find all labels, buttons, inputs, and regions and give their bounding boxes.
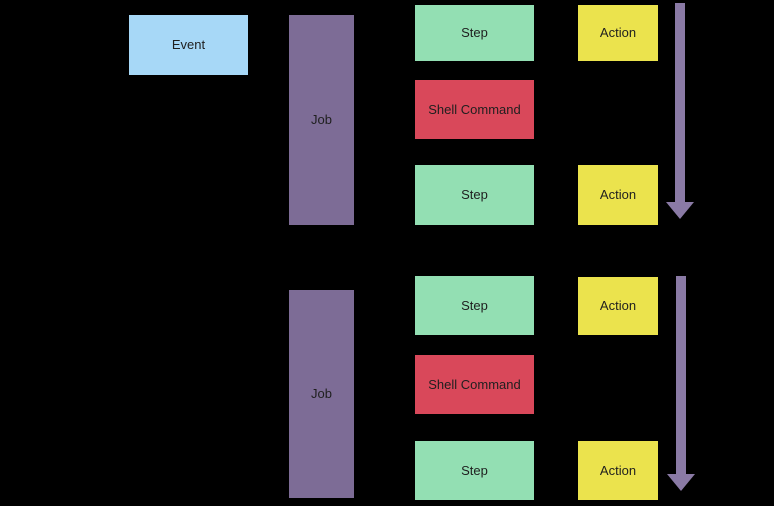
job-node-top: Job xyxy=(289,15,354,225)
step-node-4: Step xyxy=(415,441,534,500)
arrow-shaft xyxy=(676,276,686,474)
action-node-4: Action xyxy=(578,441,658,500)
sequence-arrow-top xyxy=(666,3,694,219)
shell-command-node-1: Shell Command xyxy=(415,80,534,139)
shell-command-node-2: Shell Command xyxy=(415,355,534,414)
arrow-head-down-icon xyxy=(667,474,695,491)
action-node-3: Action xyxy=(578,277,658,335)
action-node-1: Action xyxy=(578,5,658,61)
step-node-1: Step xyxy=(415,5,534,61)
arrow-head-down-icon xyxy=(666,202,694,219)
job-node-bottom: Job xyxy=(289,290,354,498)
step-node-3: Step xyxy=(415,276,534,335)
sequence-arrow-bottom xyxy=(667,276,695,491)
action-node-2: Action xyxy=(578,165,658,225)
step-node-2: Step xyxy=(415,165,534,225)
arrow-shaft xyxy=(675,3,685,202)
event-node: Event xyxy=(129,15,248,75)
